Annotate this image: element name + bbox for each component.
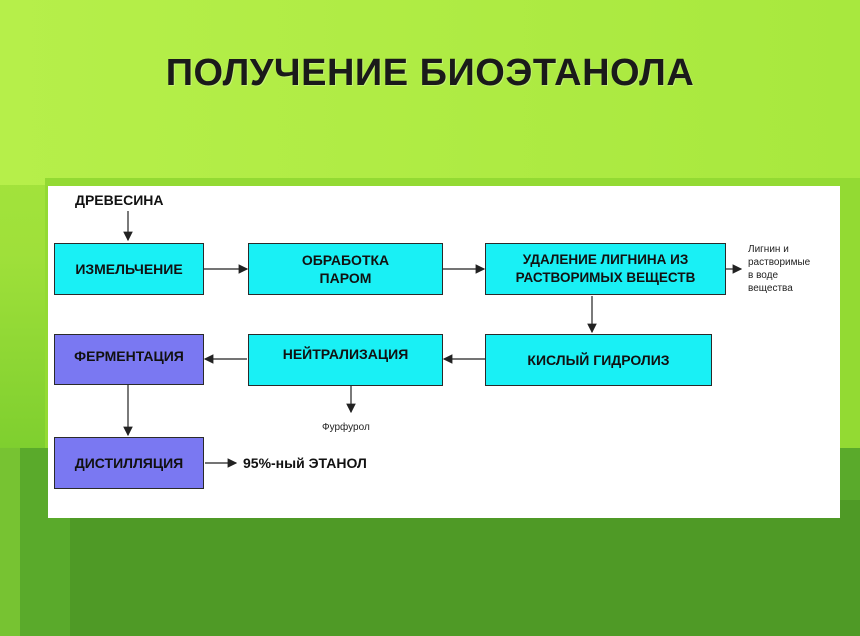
step-lignin-label-line2: РАСТВОРИМЫХ ВЕЩЕСТВ: [515, 270, 696, 285]
step-grinding: ИЗМЕЛЬЧЕНИЕ: [54, 243, 204, 295]
slide-title: ПОЛУЧЕНИЕ БИОЭТАНОЛА: [165, 52, 695, 94]
step-acid-hydrolysis-label: КИСЛЫЙ ГИДРОЛИЗ: [527, 352, 670, 368]
step-lignin-removal: УДАЛЕНИЕ ЛИГНИНА ИЗ РАСТВОРИМЫХ ВЕЩЕСТВ: [485, 243, 726, 295]
output-label-ethanol: 95%-ный ЭТАНОЛ: [243, 455, 367, 471]
byproduct-lignin-line1: Лигнин и: [748, 244, 789, 255]
step-distillation-label: ДИСТИЛЛЯЦИЯ: [74, 455, 184, 471]
step-distillation: ДИСТИЛЛЯЦИЯ: [54, 437, 204, 489]
background-top-band: [0, 0, 860, 185]
step-fermentation-label: ФЕРМЕНТАЦИЯ: [74, 348, 184, 364]
byproduct-lignin-line3: в воде: [748, 270, 779, 281]
step-neutralization-label: НЕЙТРАЛИЗАЦИЯ: [282, 346, 409, 362]
step-steam-treatment: ОБРАБОТКА ПАРОМ: [248, 243, 443, 295]
input-label-wood: ДРЕВЕСИНА: [75, 192, 164, 208]
step-steam-label-line1: ОБРАБОТКА: [301, 252, 390, 268]
byproduct-furfural: Фурфурол: [322, 422, 370, 433]
byproduct-lignin-line2: растворимые: [748, 257, 811, 268]
step-grinding-label: ИЗМЕЛЬЧЕНИЕ: [75, 261, 183, 277]
step-lignin-label-line1: УДАЛЕНИЕ ЛИГНИНА ИЗ: [522, 252, 689, 267]
step-neutralization: НЕЙТРАЛИЗАЦИЯ: [248, 334, 443, 386]
byproduct-lignin-line4: вещества: [748, 283, 793, 294]
background-left-stripe: [0, 448, 20, 636]
step-acid-hydrolysis: КИСЛЫЙ ГИДРОЛИЗ: [485, 334, 712, 386]
byproduct-lignin-note: Лигнин и растворимые в воде вещества: [748, 243, 810, 295]
step-steam-label-line2: ПАРОМ: [319, 270, 372, 286]
background-lower-block-inner: [70, 500, 860, 636]
step-fermentation: ФЕРМЕНТАЦИЯ: [54, 334, 204, 385]
